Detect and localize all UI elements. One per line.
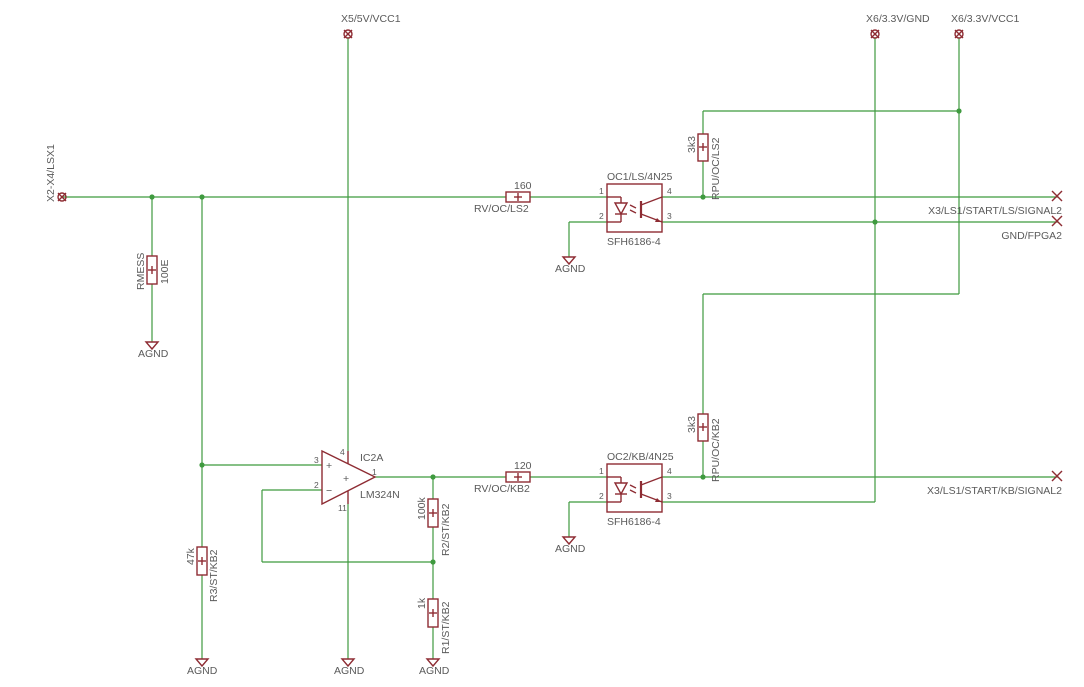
optocoupler-oc1-name: OC1/LS/4N25 — [607, 171, 673, 183]
agnd-symbol — [561, 256, 577, 266]
opamp-type: LM324N — [360, 489, 400, 501]
agnd-label: AGND — [419, 665, 450, 677]
agnd-label: AGND — [187, 665, 218, 677]
connector-x6-gnd-pad — [870, 29, 880, 39]
output-kb-signal-cross — [1051, 470, 1063, 482]
opamp-pin3: 3 — [314, 455, 319, 465]
oc1-pin2: 2 — [599, 211, 604, 221]
output-gnd-fpga-label: GND/FPGA2 — [1001, 230, 1062, 242]
optocoupler-oc1-type: SFH6186-4 — [607, 236, 661, 248]
resistor-rmess — [146, 255, 158, 285]
resistor-r1 — [427, 598, 439, 628]
connector-x5-label: X5/5V/VCC1 — [341, 13, 401, 25]
wires — [62, 38, 1058, 659]
agnd-label: AGND — [555, 543, 586, 555]
oc2-pin1: 1 — [599, 466, 604, 476]
agnd-symbol — [144, 341, 160, 351]
opamp-name: IC2A — [360, 452, 383, 464]
junction-dot — [956, 108, 962, 114]
resistor-r3 — [196, 546, 208, 576]
junction-dot — [700, 194, 706, 200]
opamp-pin1: 1 — [372, 467, 377, 477]
oc2-pin4: 4 — [667, 466, 672, 476]
resistor-r1-value: 1k — [416, 597, 428, 609]
resistor-rpu-ls-value: 3k3 — [686, 136, 698, 153]
agnd-label: AGND — [138, 348, 169, 360]
resistor-rpu-kb-value: 3k3 — [686, 416, 698, 433]
resistor-rv-kb-name: RV/OC/KB2 — [474, 483, 530, 495]
junction-dot — [430, 474, 436, 480]
resistor-r3-name: R3/ST/KB2 — [208, 549, 220, 602]
agnd-symbol — [561, 536, 577, 546]
agnd-label: AGND — [334, 665, 365, 677]
resistor-r3-value: 47k — [185, 547, 197, 565]
connector-x5-pad — [343, 29, 353, 39]
oc2-pin3: 3 — [667, 491, 672, 501]
agnd-label: AGND — [555, 263, 586, 275]
oc1-pin1: 1 — [599, 186, 604, 196]
junctions — [149, 108, 962, 565]
resistor-r2-value: 100k — [416, 496, 428, 520]
resistor-rpu-kb — [697, 413, 709, 442]
junction-dot — [872, 219, 878, 225]
opamp-ic2a — [321, 449, 377, 506]
connector-x6-gnd-label: X6/3.3V/GND — [866, 13, 930, 25]
connector-x6-vcc-label: X6/3.3V/VCC1 — [951, 13, 1019, 25]
optocoupler-oc2-type: SFH6186-4 — [607, 516, 661, 528]
junction-dot — [430, 559, 436, 565]
oc1-pin3: 3 — [667, 211, 672, 221]
agnd-symbol — [194, 658, 210, 668]
oc2-pin2: 2 — [599, 491, 604, 501]
opamp-pin2: 2 — [314, 480, 319, 490]
resistor-rpu-ls — [697, 133, 709, 162]
output-ls-signal-label: X3/LS1/START/LS/SIGNAL2 — [928, 205, 1062, 217]
resistor-rv-kb — [505, 471, 531, 483]
optocoupler-oc2 — [606, 463, 663, 513]
connector-x2-label: X2-X4/LSX1 — [45, 144, 57, 202]
resistor-r1-name: R1/ST/KB2 — [440, 601, 452, 654]
opamp-minus-sign: − — [326, 485, 332, 497]
junction-dot — [199, 462, 205, 468]
resistor-r2 — [427, 498, 439, 528]
junction-dot — [199, 194, 205, 200]
resistor-rv-ls — [505, 191, 531, 203]
resistor-r2-name: R2/ST/KB2 — [440, 503, 452, 556]
optocoupler-oc1 — [606, 183, 663, 233]
resistor-rmess-name: RMESS — [135, 253, 147, 290]
output-kb-signal-label: X3/LS1/START/KB/SIGNAL2 — [927, 485, 1062, 497]
opamp-pin11: 11 — [338, 503, 347, 513]
opamp-pin4: 4 — [340, 447, 345, 457]
resistor-rv-ls-name: RV/OC/LS2 — [474, 203, 529, 215]
resistor-rpu-ls-name: RPU/OC/LS2 — [710, 137, 722, 200]
opamp-center-plus: + — [343, 473, 349, 485]
optocoupler-oc2-name: OC2/KB/4N25 — [607, 451, 674, 463]
output-ls-signal-cross — [1051, 190, 1063, 202]
agnd-symbol — [425, 658, 441, 668]
connector-x6-vcc-pad — [954, 29, 964, 39]
resistor-rmess-value: 100E — [159, 259, 171, 284]
resistor-rpu-kb-name: RPU/OC/KB2 — [710, 418, 722, 482]
connector-x2-pad — [57, 192, 67, 202]
output-gnd-fpga-cross — [1051, 215, 1063, 227]
resistor-rv-ls-value: 160 — [514, 180, 532, 192]
opamp-plus-sign: + — [326, 460, 332, 472]
junction-dot — [149, 194, 155, 200]
junction-dot — [700, 474, 706, 480]
agnd-symbol — [340, 658, 356, 668]
oc1-pin4: 4 — [667, 186, 672, 196]
resistor-rv-kb-value: 120 — [514, 460, 532, 472]
